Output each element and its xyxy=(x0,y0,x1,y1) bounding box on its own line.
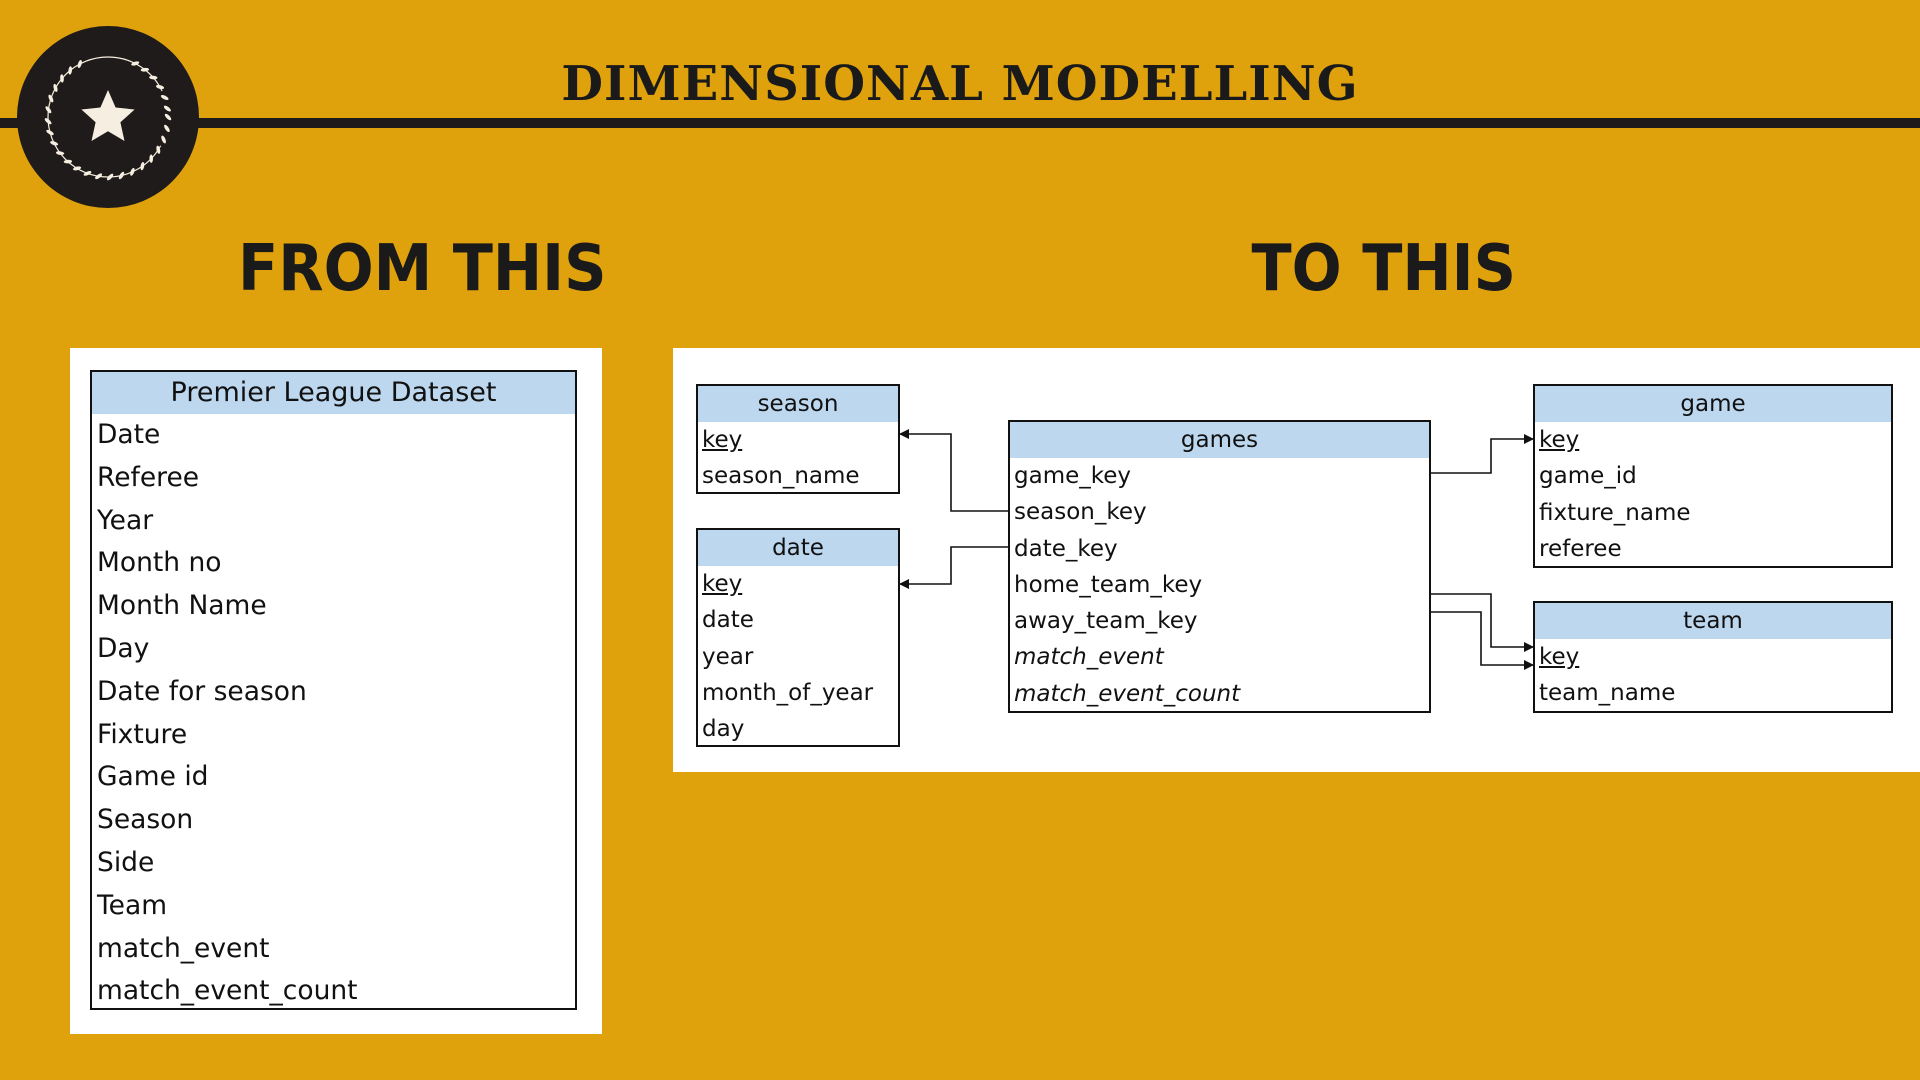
laurel-leaf xyxy=(161,135,166,144)
entity-games: games game_key season_key date_key home_… xyxy=(1008,420,1431,713)
entity-field: referee xyxy=(1539,535,1622,562)
entity-field: team_name xyxy=(1539,680,1676,707)
source-field: Season xyxy=(97,804,194,836)
header-rule xyxy=(0,118,1920,128)
source-field-list: Date Referee Year Month no Month Name Da… xyxy=(92,414,575,1013)
entity-field: date xyxy=(702,607,754,634)
to-this-heading: TO THIS xyxy=(1251,232,1516,306)
laurel-leaf xyxy=(164,124,170,133)
entity-field: season_key xyxy=(1014,499,1147,526)
star-laurel-badge-icon xyxy=(17,26,199,208)
entity-field-key: key xyxy=(1539,427,1580,453)
entity-field: year xyxy=(702,643,754,670)
source-table-title: Premier League Dataset xyxy=(92,372,575,414)
source-field: Date for season xyxy=(97,675,307,707)
source-field: Fixture xyxy=(97,718,188,750)
laurel-leaf xyxy=(160,95,169,100)
entity-field: game_key xyxy=(1014,463,1132,489)
entity-field-measure: match_event xyxy=(1014,644,1164,671)
entity-field: month_of_year xyxy=(702,679,874,706)
entity-field-key: key xyxy=(1539,644,1580,670)
entity-field: home_team_key xyxy=(1014,571,1203,598)
entity-field: day xyxy=(702,716,745,743)
entity-title: game xyxy=(1535,386,1891,422)
schema-panel: season key season_name date key date yea… xyxy=(673,348,1920,772)
relationship-connectors xyxy=(899,429,1534,670)
page-title: DIMENSIONAL MODELLING xyxy=(561,56,1359,112)
entity-title: date xyxy=(698,530,898,566)
entity-field: away_team_key xyxy=(1014,608,1198,635)
entity-season: season key season_name xyxy=(696,384,900,494)
source-field: Date xyxy=(97,419,161,450)
source-field: match_event_count xyxy=(97,975,358,1007)
connector-date xyxy=(899,546,1008,589)
source-field: Game id xyxy=(97,761,209,793)
entity-field: season_name xyxy=(702,463,860,490)
source-field: match_event xyxy=(97,932,270,964)
entity-game: game key game_id fixture_name referee xyxy=(1533,384,1893,568)
source-field: Month no xyxy=(97,547,222,579)
source-field: Referee xyxy=(97,461,200,493)
entity-team: team key team_name xyxy=(1533,601,1893,713)
source-field: Year xyxy=(97,504,154,536)
entity-field: date_key xyxy=(1014,535,1118,562)
entity-field: fixture_name xyxy=(1539,499,1691,526)
entity-field-measure: match_event_count xyxy=(1014,680,1241,707)
connector-game xyxy=(1431,434,1534,474)
entity-field-key: key xyxy=(702,427,743,453)
connector-team-away xyxy=(1431,611,1534,670)
from-this-heading: FROM THIS xyxy=(238,232,607,306)
entity-field: game_id xyxy=(1539,463,1637,490)
star-icon xyxy=(81,90,135,141)
source-panel: Premier League Dataset Date Referee Year… xyxy=(70,348,602,1034)
connector-season xyxy=(899,429,1008,512)
entity-field-key: key xyxy=(702,571,743,597)
laurel-leaf xyxy=(164,113,172,121)
entity-title: games xyxy=(1010,422,1429,458)
entity-date: date key date year month_of_year day xyxy=(696,528,900,747)
source-field: Side xyxy=(97,846,155,878)
laurel-stem xyxy=(47,56,169,178)
source-field: Day xyxy=(97,632,150,664)
source-field: Month Name xyxy=(97,590,267,622)
source-field: Team xyxy=(97,889,168,921)
entity-title: season xyxy=(698,386,898,422)
source-table: Premier League Dataset Date Referee Year… xyxy=(90,370,577,1010)
connector-team-home xyxy=(1431,593,1534,652)
laurel-leaf xyxy=(163,105,171,112)
entity-title: team xyxy=(1535,603,1891,639)
